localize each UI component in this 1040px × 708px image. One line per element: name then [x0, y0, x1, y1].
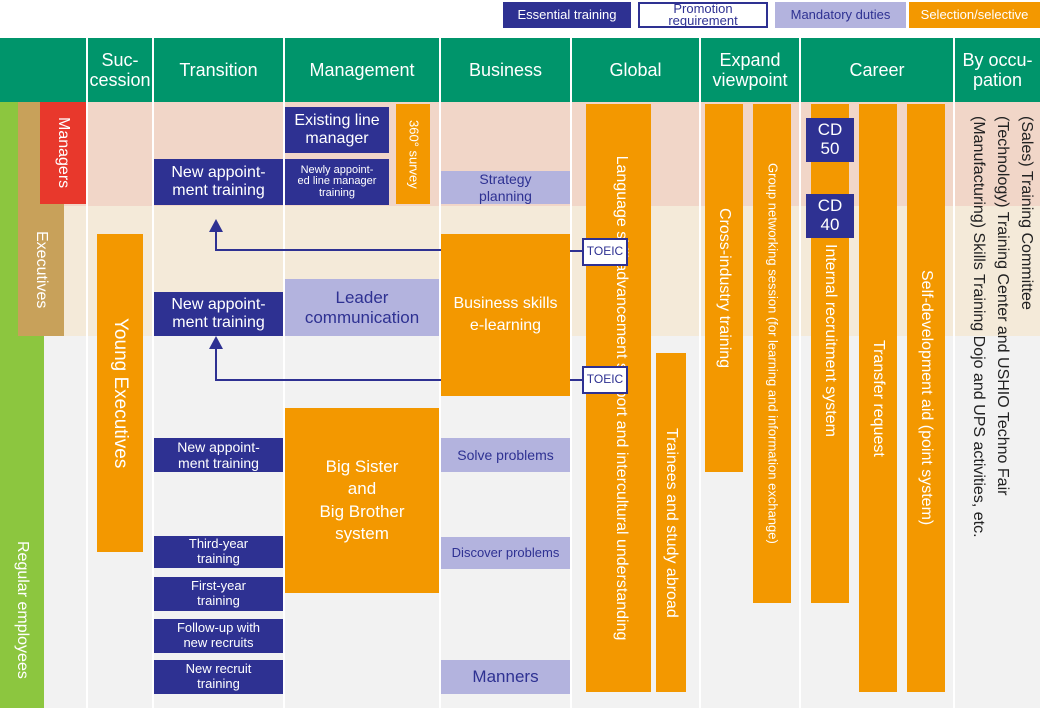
header-occupation: By occu- pation: [955, 38, 1040, 102]
header-expand-viewpoint: Expand viewpoint: [701, 38, 799, 102]
transfer-request: Transfer request: [859, 104, 897, 692]
column-divider: [799, 102, 801, 708]
legend-mandatory: Mandatory duties: [775, 2, 906, 28]
language-skill-label: Language skill advancement support and i…: [613, 155, 630, 641]
legend-selection: Selection/selective: [909, 2, 1040, 28]
executives-label: Executives: [33, 231, 51, 309]
new-appointment-training-regular: New appoint- ment training: [154, 438, 283, 472]
header-succession: Suc- cession: [88, 38, 152, 102]
header-career: Career: [801, 38, 953, 102]
newly-appointed-line-manager-training: Newly appoint- ed line manager training: [285, 159, 389, 205]
arrow-toeic-to-managers: [215, 230, 441, 251]
internal-recruitment-system: Internal recruitment system: [822, 244, 840, 437]
header-global: Global: [572, 38, 699, 102]
language-skill-bar: [586, 104, 651, 692]
cross-industry-training: Cross-industry training: [705, 104, 743, 472]
regular-employees-label: Regular employees: [14, 541, 32, 679]
toeic-badge-1: TOEIC: [582, 238, 628, 266]
managers-bar: [40, 102, 86, 204]
new-appointment-training-executives: New appoint- ment training: [154, 292, 283, 336]
column-divider: [439, 102, 441, 708]
occupation-sales: (Sales) Training Committee: [1018, 116, 1035, 310]
solve-problems: Solve problems: [441, 438, 570, 472]
column-divider: [699, 102, 701, 708]
leader-communication: Leader communication: [285, 279, 439, 336]
legend-essential: Essential training: [503, 2, 631, 28]
column-divider: [86, 102, 88, 708]
occupation-text: (Sales) Training Committee (Technology) …: [955, 116, 1040, 676]
third-year-training: Third-year training: [154, 536, 283, 568]
toeic-badge-2: TOEIC: [582, 366, 628, 394]
new-appointment-training-managers: New appoint- ment training: [154, 159, 283, 205]
strategy-planning: Strategy planning: [441, 171, 570, 204]
survey-360: 360° survey: [396, 104, 430, 204]
trainees-and-study-abroad: Trainees and study abroad: [656, 353, 686, 692]
arrow-toeic-to-executives: [215, 346, 441, 381]
column-divider: [283, 102, 285, 708]
column-divider: [152, 102, 154, 708]
header-corner: [0, 38, 86, 102]
header-management: Management: [285, 38, 439, 102]
arrowhead: [209, 219, 223, 232]
arrowhead: [209, 336, 223, 349]
cd40-badge: CD 40: [806, 194, 854, 238]
new-recruit-training: New recruit training: [154, 660, 283, 694]
first-year-training: First-year training: [154, 577, 283, 611]
follow-up-with-new-recruits: Follow-up with new recruits: [154, 619, 283, 653]
existing-line-manager: Existing line manager: [285, 107, 389, 153]
cd50-badge: CD 50: [806, 118, 854, 162]
self-development-aid: Self-development aid (point system): [907, 104, 945, 692]
business-skills-e-learning: Business skills e-learning: [441, 234, 570, 396]
young-executives-bar: Young Executives: [97, 234, 143, 552]
internal-recruitment-bar: [811, 104, 849, 603]
managers-label: Managers: [55, 117, 73, 189]
big-sister-big-brother-system: Big Sister and Big Brother system: [285, 408, 439, 593]
group-networking-session: Group networking session (for learning a…: [753, 104, 791, 603]
header-business: Business: [441, 38, 570, 102]
column-divider: [570, 102, 572, 708]
discover-problems: Discover problems: [441, 537, 570, 569]
column-divider: [953, 102, 955, 708]
legend-promotion: Promotion requirement: [638, 2, 768, 28]
occupation-technology: (Technology) Training Center and USHIO T…: [994, 116, 1011, 496]
header-transition: Transition: [154, 38, 283, 102]
occupation-manufacturing: (Manufacturing) Skills Training Dojo and…: [970, 116, 987, 538]
manners: Manners: [441, 660, 570, 694]
